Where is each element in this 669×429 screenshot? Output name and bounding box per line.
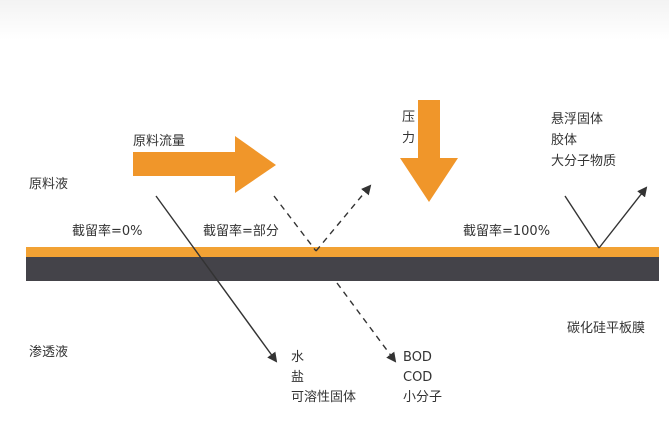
- partial-permeate-dashed-line: [336, 282, 397, 363]
- partial-pass-item: 小分子: [403, 390, 443, 405]
- partial-pass-item: BOD: [403, 350, 432, 365]
- feed-flow-arrow-icon: [133, 136, 276, 193]
- pass-through-substances-list: 水 盐 可溶性固体: [291, 348, 356, 408]
- pressure-label-line2: 力: [402, 131, 416, 146]
- retained-item: 大分子物质: [551, 154, 617, 169]
- pressure-label-line1: 压: [402, 110, 416, 125]
- membrane-top-layer: [26, 247, 659, 257]
- pass-through-item: 可溶性固体: [291, 390, 357, 405]
- partial-pass-item: COD: [403, 370, 433, 385]
- rejected-incoming-line: [564, 195, 600, 249]
- pressure-arrow-icon: [400, 100, 458, 202]
- membrane-support-layer: [26, 257, 659, 281]
- permeate-path-line: [155, 195, 278, 363]
- membrane-name-label: 碳化硅平板膜: [567, 321, 646, 336]
- partial-reflected-dashed-line: [315, 184, 372, 252]
- rejection-100-label: 截留率=100%: [463, 224, 551, 239]
- rejected-reflected-line: [598, 186, 648, 249]
- feed-liquid-label: 原料液: [29, 177, 69, 192]
- rejection-partial-label: 截留率=部分: [203, 224, 279, 239]
- partial-incoming-dashed-line: [273, 195, 317, 252]
- retained-item: 悬浮固体: [551, 112, 604, 127]
- permeate-label: 渗透液: [29, 345, 69, 360]
- pass-through-item: 水: [291, 350, 305, 365]
- retained-item: 胶体: [551, 133, 578, 148]
- retained-substances-list: 悬浮固体 胶体 大分子物质: [551, 109, 616, 172]
- rejection-0-label: 截留率=0%: [72, 224, 143, 239]
- feed-flow-label: 原料流量: [133, 134, 186, 149]
- partial-pass-substances-list: BOD COD 小分子: [403, 348, 442, 408]
- pass-through-item: 盐: [291, 370, 305, 385]
